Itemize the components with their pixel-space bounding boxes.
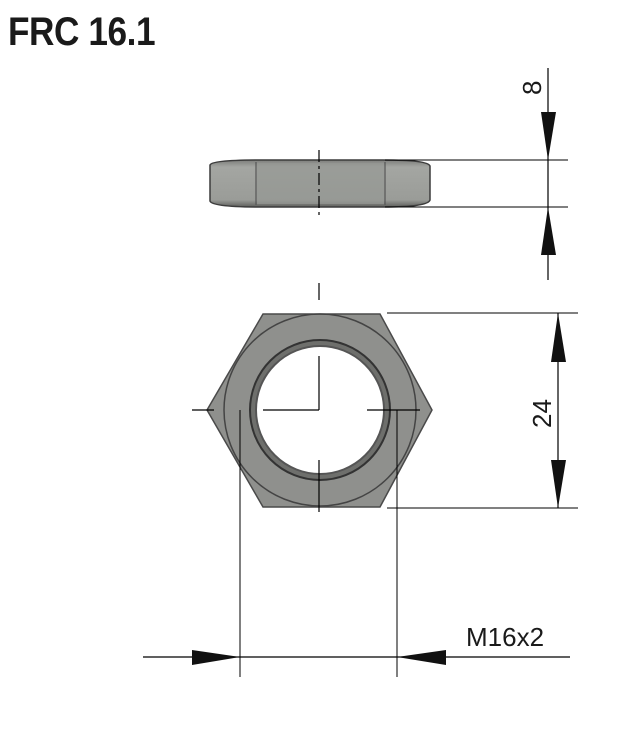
thickness-label: 8 (517, 81, 547, 95)
across-flats-label: 24 (527, 399, 557, 428)
drawing-title: FRC 16.1 (8, 10, 156, 54)
across-flats-dimension: 24 (387, 312, 578, 509)
thickness-dimension: 8 (385, 68, 568, 280)
nut-front-view (206, 313, 433, 508)
front-centerlines (192, 283, 420, 512)
nut-side-view (209, 159, 431, 208)
thread-label: M16x2 (466, 622, 544, 652)
thread-dimension: M16x2 (143, 410, 570, 677)
